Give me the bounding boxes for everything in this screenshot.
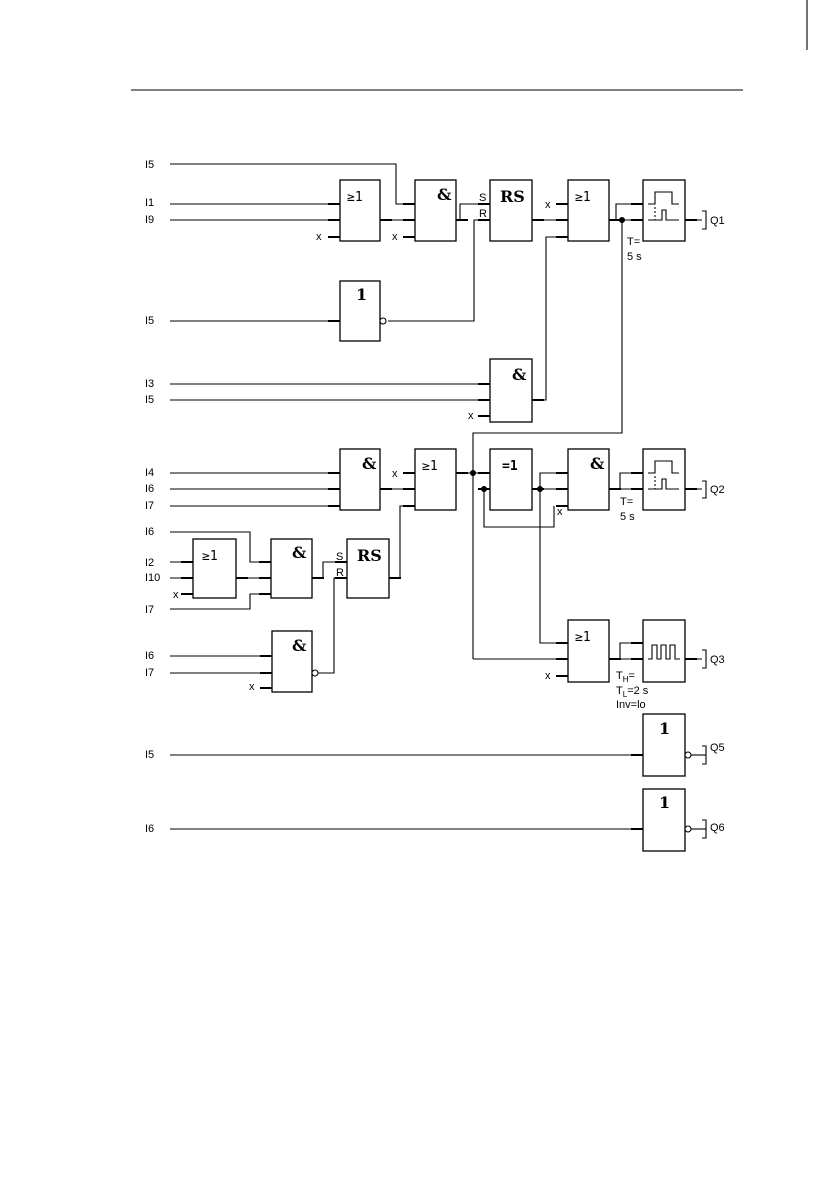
unused-pin-x: x bbox=[392, 231, 398, 243]
input-label-i6: I6 bbox=[145, 650, 154, 662]
output-label-q1: Q1 bbox=[710, 215, 725, 227]
unused-pin-x: x bbox=[316, 231, 322, 243]
rs-symbol: RS bbox=[500, 187, 525, 206]
reset-pin-label: R bbox=[479, 208, 487, 220]
and-gate-3: & bbox=[328, 449, 392, 510]
input-label-i7: I7 bbox=[145, 667, 154, 679]
input-label-i5: I5 bbox=[145, 749, 154, 761]
clock-generator-q3 bbox=[631, 620, 697, 682]
or-gate-3: ≥1 bbox=[403, 449, 468, 510]
timer-q3-tl: TL=2 s bbox=[616, 685, 649, 699]
output-label-q3: Q3 bbox=[710, 654, 725, 666]
set-pin-label: S bbox=[336, 551, 343, 563]
rs-latch-2: RS bbox=[335, 539, 401, 598]
unused-pin-x: x bbox=[173, 589, 179, 601]
timer-q1-value: 5 s bbox=[627, 251, 642, 263]
output-label-q6: Q6 bbox=[710, 822, 725, 834]
not-symbol: 1 bbox=[659, 793, 670, 812]
unused-pin-x: x bbox=[468, 410, 474, 422]
unused-pin-x: x bbox=[249, 681, 255, 693]
input-label-i7: I7 bbox=[145, 604, 154, 616]
and-gate-4: & bbox=[556, 449, 621, 510]
unused-pin-x: x bbox=[545, 670, 551, 682]
and-symbol: & bbox=[362, 454, 377, 473]
input-label-i6: I6 bbox=[145, 483, 154, 495]
not-gate-q5: 1 bbox=[631, 714, 691, 776]
output-label-q2: Q2 bbox=[710, 484, 725, 496]
pulse-timer-q1 bbox=[631, 180, 697, 241]
timer-q1-param: T= bbox=[627, 236, 640, 248]
and-symbol: & bbox=[590, 454, 605, 473]
and-gate-2: & bbox=[478, 359, 544, 422]
or-symbol: ≥1 bbox=[575, 630, 591, 645]
or-symbol: ≥1 bbox=[575, 190, 591, 205]
input-label-i7: I7 bbox=[145, 500, 154, 512]
unused-pin-x: x bbox=[545, 199, 551, 211]
output-label-q5: Q5 bbox=[710, 742, 725, 754]
input-label-i10: I10 bbox=[145, 572, 160, 584]
and-symbol: & bbox=[437, 185, 452, 204]
input-label-i5: I5 bbox=[145, 394, 154, 406]
input-label-i6: I6 bbox=[145, 823, 154, 835]
unused-pin-x: x bbox=[557, 506, 563, 518]
timer-q3-inv: Inv=lo bbox=[616, 699, 646, 711]
input-label-i3: I3 bbox=[145, 378, 154, 390]
and-symbol: & bbox=[512, 365, 527, 384]
not-symbol: 1 bbox=[356, 285, 367, 304]
and-gate-1: & bbox=[403, 180, 468, 241]
reset-pin-label: R bbox=[336, 567, 344, 579]
input-label-i4: I4 bbox=[145, 467, 154, 479]
or-symbol: ≥1 bbox=[347, 190, 363, 205]
xor-gate: =1 bbox=[478, 449, 544, 510]
input-label-i5: I5 bbox=[145, 159, 154, 171]
rs-latch-1: RS bbox=[478, 180, 544, 241]
set-pin-label: S bbox=[479, 192, 486, 204]
timer-q2-param: T= bbox=[620, 496, 633, 508]
xor-symbol: =1 bbox=[502, 459, 518, 474]
nand-gate: & bbox=[260, 631, 318, 692]
input-label-i1: I1 bbox=[145, 197, 154, 209]
not-gate-q6: 1 bbox=[631, 789, 691, 851]
not-symbol: 1 bbox=[659, 719, 670, 738]
and-symbol: & bbox=[292, 636, 307, 655]
input-label-i5: I5 bbox=[145, 315, 154, 327]
not-gate-1: 1 bbox=[328, 281, 386, 341]
unused-pin-x: x bbox=[392, 468, 398, 480]
or-gate-1: ≥1 bbox=[328, 180, 392, 241]
or-gate-4: ≥1 bbox=[181, 539, 248, 598]
rs-symbol: RS bbox=[357, 546, 382, 565]
input-label-i9: I9 bbox=[145, 214, 154, 226]
or-gate-5: ≥1 bbox=[556, 620, 621, 682]
input-label-i6: I6 bbox=[145, 526, 154, 538]
or-symbol: ≥1 bbox=[422, 459, 438, 474]
and-gate-5: & bbox=[259, 539, 324, 598]
or-gate-2: ≥1 bbox=[556, 180, 621, 241]
or-symbol: ≥1 bbox=[202, 549, 218, 564]
and-symbol: & bbox=[292, 543, 307, 562]
pulse-timer-q2 bbox=[631, 449, 697, 510]
timer-q3-th: TH= bbox=[616, 670, 635, 684]
timer-q2-value: 5 s bbox=[620, 511, 635, 523]
input-label-i2: I2 bbox=[145, 557, 154, 569]
